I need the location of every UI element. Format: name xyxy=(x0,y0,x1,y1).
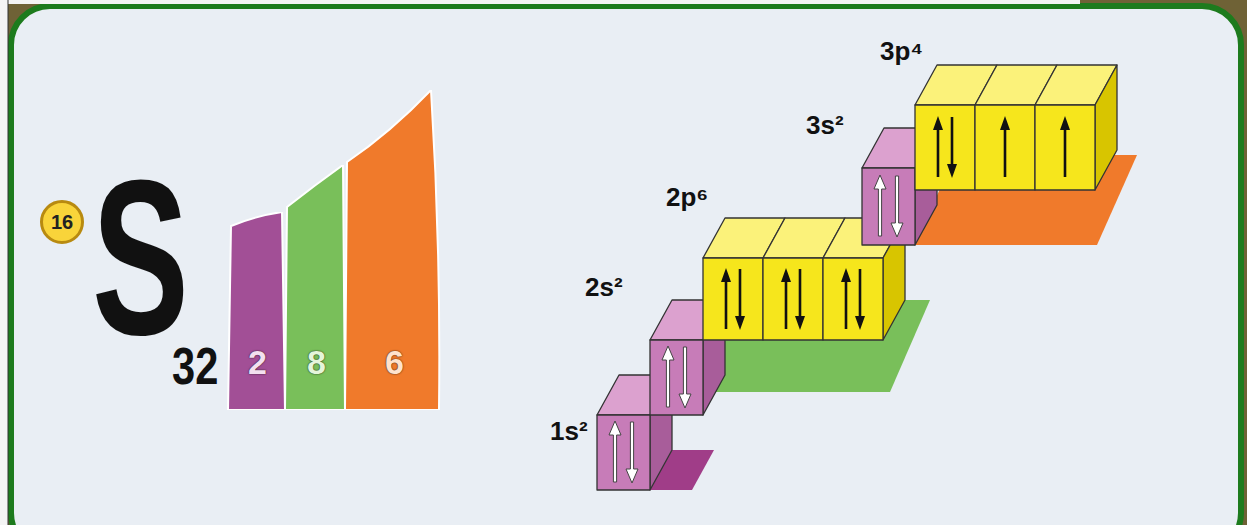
orbital-plates xyxy=(650,155,1137,490)
orbital-label: 2s² xyxy=(585,274,623,300)
electron-count: 6 xyxy=(385,343,404,382)
shell-band: 6 xyxy=(343,90,441,410)
electron-count: 8 xyxy=(307,343,326,382)
electron-spin-arrows xyxy=(609,116,1070,483)
shell-band: 8 xyxy=(283,165,345,410)
orbital-label: 1s² xyxy=(550,418,588,444)
orbital-label: 2p⁶ xyxy=(666,184,708,210)
atomic-number: 16 xyxy=(51,211,73,234)
atomic-number-circle: 16 xyxy=(40,200,84,244)
shell-band: 2 xyxy=(225,212,285,410)
mass-number: 32 xyxy=(172,340,218,392)
orbital-label: 3s² xyxy=(806,112,844,138)
element-symbol: S xyxy=(92,148,189,368)
electron-count: 2 xyxy=(248,343,267,382)
p-orbital-boxes-3p xyxy=(915,65,1117,190)
orbital-label: 3p⁴ xyxy=(880,38,923,64)
